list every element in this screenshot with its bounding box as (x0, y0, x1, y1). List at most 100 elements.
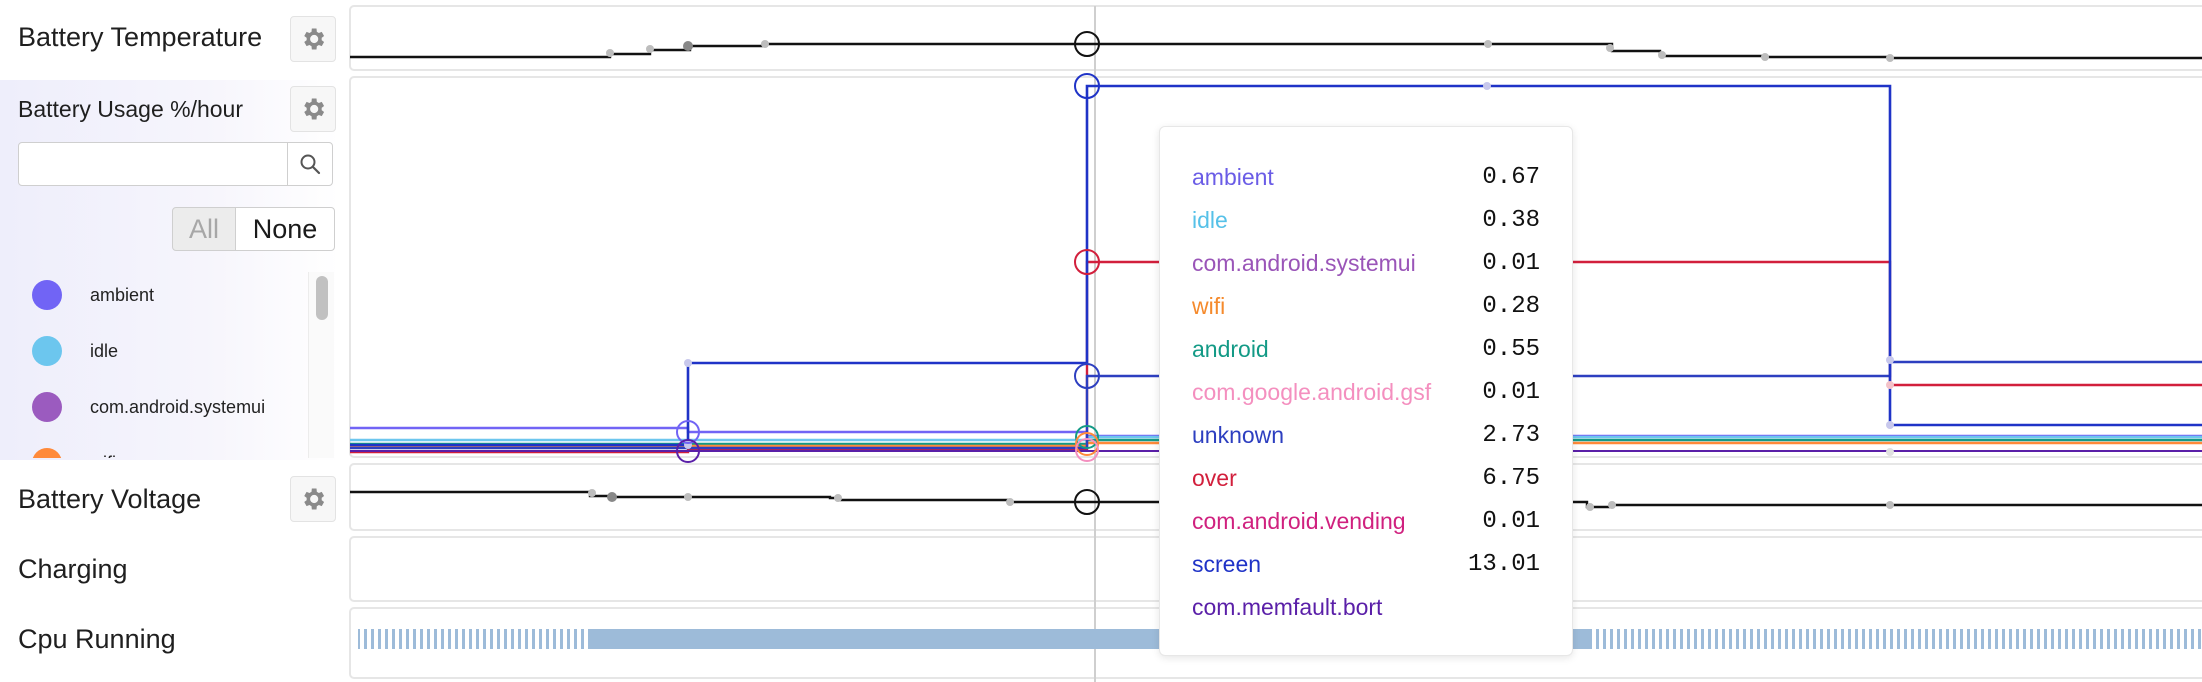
voltage-point (1608, 501, 1616, 509)
gsf-cursor-marker (1075, 438, 1099, 462)
android-cursor-marker (1075, 425, 1099, 449)
voltage-point (834, 494, 842, 502)
tooltip-series-value: 2.73 (1482, 421, 1540, 449)
temperature-point (646, 45, 654, 53)
tooltip-row: over 6.75 (1192, 458, 1540, 498)
temperature-point (683, 41, 693, 51)
tooltip-series-name: over (1192, 464, 1237, 491)
temperature-point (761, 40, 769, 48)
legend-color-dot (32, 392, 62, 422)
tooltip-series-value: 0.01 (1482, 378, 1540, 406)
tooltip-row: unknown 2.73 (1192, 415, 1540, 455)
ambient-marker-before (676, 420, 700, 444)
tooltip-series-name: idle (1192, 206, 1228, 233)
tooltip-series-name: ambient (1192, 163, 1274, 190)
tooltip-row: idle 0.38 (1192, 200, 1540, 240)
voltage-point (1006, 498, 1014, 506)
temperature-point (1606, 44, 1614, 52)
tooltip-row: screen 13.01 (1192, 544, 1540, 584)
usage-search-button[interactable] (287, 142, 333, 186)
gear-icon (304, 488, 325, 510)
wifi-cursor-marker (1075, 432, 1099, 456)
legend-scrollbar[interactable] (308, 272, 334, 458)
tooltip-series-value: 0.28 (1482, 292, 1540, 320)
tooltip-row: wifi 0.28 (1192, 286, 1540, 326)
charging-label: Charging (18, 554, 128, 584)
series-screen-line (350, 84, 2202, 447)
tooltip-series-value: 0.55 (1482, 335, 1540, 363)
temperature-line (350, 42, 2202, 60)
usage-point (1886, 448, 1894, 456)
battery-voltage-label: Battery Voltage (18, 484, 202, 514)
tooltip-series-value: 0.67 (1482, 163, 1540, 191)
usage-point (1886, 381, 1894, 389)
temperature-point (606, 49, 614, 57)
tooltip-series-name: com.memfault.bort (1192, 593, 1383, 620)
legend-scrollbar-thumb[interactable] (316, 276, 328, 320)
temperature-point (1658, 51, 1666, 59)
unknown-cursor-marker (1074, 363, 1100, 389)
tooltip-series-value: 0.01 (1482, 507, 1540, 535)
battery-usage-label: Battery Usage %/hour (18, 96, 244, 122)
legend-item-ambient[interactable]: ambient (32, 280, 154, 310)
gear-icon (304, 28, 325, 50)
legend-item-label: ambient (90, 284, 155, 305)
over-cursor-marker (1074, 249, 1100, 275)
tooltip-row: ambient 0.67 (1192, 157, 1540, 197)
temperature-chart-frame (349, 5, 2202, 71)
tooltip-series-name: unknown (1192, 421, 1285, 448)
tooltip-row: com.memfault.bort (1192, 587, 1540, 627)
battery-temperature-label: Battery Temperature (18, 22, 263, 52)
battery-temperature-settings-button[interactable] (290, 16, 336, 62)
voltage-point (588, 489, 596, 497)
usage-search-input[interactable] (18, 142, 288, 186)
tooltip-series-value: 0.01 (1482, 249, 1540, 277)
temperature-point (1886, 54, 1894, 62)
voltage-point (1886, 501, 1894, 509)
tooltip-series-name: screen (1192, 550, 1262, 577)
temperature-cursor-marker (1074, 31, 1100, 57)
legend-item-wifi[interactable]: wifi (32, 448, 116, 458)
temperature-point (1761, 53, 1769, 61)
tooltip-row: com.android.vending 0.01 (1192, 501, 1540, 541)
legend-color-dot (32, 280, 62, 310)
battery-usage-settings-button[interactable] (290, 86, 336, 132)
usage-point (1483, 82, 1491, 90)
usage-point (1886, 356, 1894, 364)
legend-item-label: com.android.systemui (90, 396, 266, 417)
cpu-running-label: Cpu Running (18, 624, 176, 654)
usage-tooltip: ambient 0.67 idle 0.38 com.android.syste… (1159, 126, 1573, 656)
usage-point (1886, 421, 1894, 429)
legend-item-idle[interactable]: idle (32, 336, 118, 366)
screen-cursor-marker (1074, 73, 1100, 99)
tooltip-row: android 0.55 (1192, 329, 1540, 369)
tooltip-series-value: 6.75 (1482, 464, 1540, 492)
voltage-point (684, 493, 692, 501)
legend-color-dot (32, 336, 62, 366)
tooltip-series-name: wifi (1192, 292, 1226, 319)
cpu-running-ticks-left (358, 629, 590, 649)
tooltip-series-name: com.google.android.gsf (1192, 378, 1432, 405)
tooltip-row: com.android.systemui 0.01 (1192, 243, 1540, 283)
legend-item-com-android-systemui[interactable]: com.android.systemui (32, 392, 265, 422)
voltage-cursor-marker (1074, 489, 1100, 515)
gear-icon (304, 98, 325, 120)
legend-item-label: idle (90, 340, 119, 361)
usage-legend-list: ambient idle com.android.systemui wifi (18, 272, 308, 458)
temperature-point (1484, 40, 1492, 48)
tooltip-series-value: 13.01 (1467, 550, 1540, 578)
select-none-button[interactable]: None (235, 207, 335, 251)
cpu-running-ticks-right (1590, 629, 2202, 649)
tooltip-row: com.google.android.gsf 0.01 (1192, 372, 1540, 412)
tooltip-series-name: com.android.vending (1192, 507, 1406, 534)
legend-color-dot (32, 448, 62, 458)
voltage-point (1586, 503, 1594, 511)
usage-point (684, 359, 692, 367)
tooltip-series-name: com.android.systemui (1192, 249, 1416, 276)
tooltip-series-value: 0.38 (1482, 206, 1540, 234)
battery-voltage-settings-button[interactable] (290, 476, 336, 522)
memfault-marker-before (676, 439, 700, 463)
voltage-point (607, 492, 617, 502)
legend-item-label: wifi (90, 453, 116, 459)
